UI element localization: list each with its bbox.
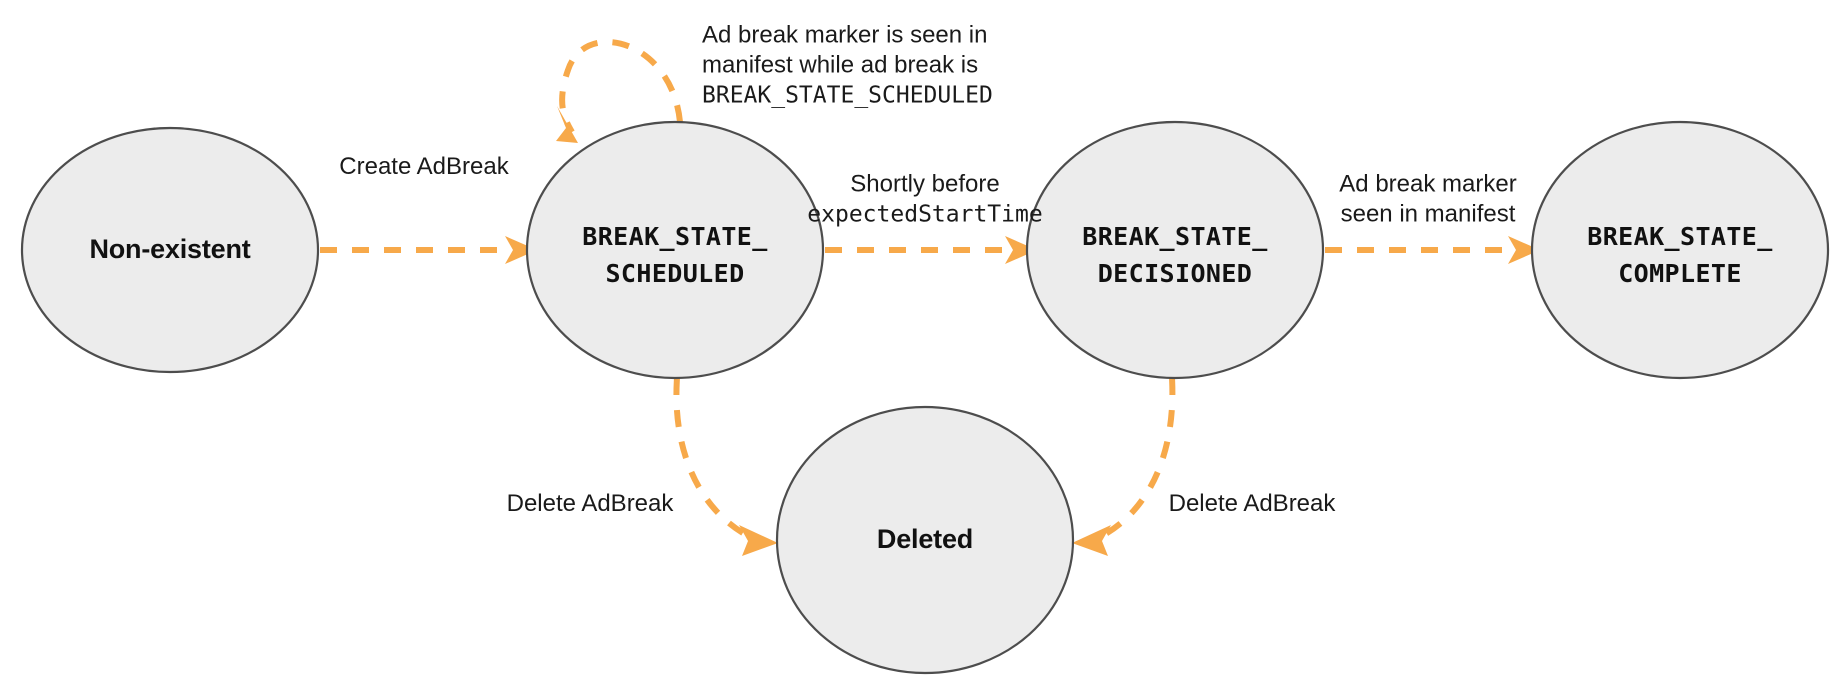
edge-label-shortly-before-line1: Shortly before	[850, 170, 999, 197]
node-break-state-complete-shape	[1530, 120, 1830, 380]
edge-label-create-adbreak: Create AdBreak	[339, 153, 509, 180]
node-break-state-complete-label-line2: COMPLETE	[1618, 259, 1742, 288]
edge-delete-decisioned-arrowhead	[1072, 525, 1111, 556]
edge-label-create-adbreak-type: AdBreak	[417, 153, 510, 180]
edge-scheduled-self-loop-line	[559, 38, 683, 134]
edge-delete-decisioned-line	[1096, 377, 1176, 541]
edge-delete-scheduled-arrowhead	[739, 525, 778, 556]
edge-delete-adbreak-from-scheduled[interactable]	[673, 377, 778, 556]
edge-ad-break-marker-seen-in-manifest[interactable]	[1325, 236, 1540, 264]
edge-shortly-before-arrowhead	[1005, 236, 1037, 264]
node-deleted-label: Deleted	[877, 524, 973, 554]
edge-delete-scheduled-line	[673, 377, 754, 541]
edge-label-delete-scheduled-word: Delete	[507, 490, 582, 517]
node-non-existent-label: Non-existent	[89, 234, 250, 264]
edge-label-delete-scheduled-type: AdBreak	[581, 490, 674, 517]
node-break-state-decisioned-label-line1: BREAK_STATE_	[1082, 222, 1268, 251]
node-break-state-complete-label-line1: BREAK_STATE_	[1587, 222, 1773, 251]
edge-label-self-loop-line1: Ad break marker is seen in	[702, 21, 987, 48]
node-non-existent-shape	[20, 126, 320, 374]
edge-scheduled-self-loop[interactable]	[556, 38, 683, 143]
node-break-state-decisioned-shape	[1025, 120, 1325, 380]
node-break-state-decisioned[interactable]: BREAK_STATE_ DECISIONED	[1025, 120, 1325, 380]
node-break-state-scheduled-label-line1: BREAK_STATE_	[582, 222, 768, 251]
edge-shortly-before-expected-start-time[interactable]	[825, 236, 1037, 264]
edge-label-marker-seen-line2: seen in manifest	[1341, 200, 1516, 227]
edge-label-delete-decisioned-type: AdBreak	[1243, 490, 1336, 517]
edge-label-create-adbreak-word: Create	[339, 153, 416, 180]
edge-delete-adbreak-from-decisioned[interactable]	[1072, 377, 1176, 556]
node-break-state-scheduled-label-line2: SCHEDULED	[605, 259, 744, 288]
edge-scheduled-self-loop-arrowhead	[556, 106, 578, 143]
node-break-state-scheduled-shape	[525, 120, 825, 380]
edge-label-shortly-before-line2: expectedStartTime	[807, 202, 1042, 228]
edge-label-delete-adbreak-scheduled: Delete AdBreak	[507, 490, 675, 517]
node-break-state-decisioned-label-line2: DECISIONED	[1098, 259, 1253, 288]
node-deleted[interactable]: Deleted	[775, 405, 1075, 675]
node-break-state-complete[interactable]: BREAK_STATE_ COMPLETE	[1530, 120, 1830, 380]
edge-label-delete-adbreak-decisioned: Delete AdBreak	[1169, 490, 1337, 517]
edge-marker-seen-arrowhead	[1508, 236, 1540, 264]
node-deleted-shape	[775, 405, 1075, 675]
edge-create-adbreak-arrowhead	[505, 236, 537, 264]
node-break-state-scheduled[interactable]: BREAK_STATE_ SCHEDULED	[525, 120, 825, 380]
edge-label-marker-seen-line1: Ad break marker	[1339, 170, 1516, 197]
edge-label-self-loop-line3: BREAK_STATE_SCHEDULED	[702, 83, 993, 109]
node-non-existent[interactable]: Non-existent	[20, 126, 320, 374]
edge-label-delete-decisioned-word: Delete	[1169, 490, 1244, 517]
edge-create-adbreak[interactable]	[320, 236, 537, 264]
edge-label-self-loop-line2: manifest while ad break is	[702, 51, 978, 78]
